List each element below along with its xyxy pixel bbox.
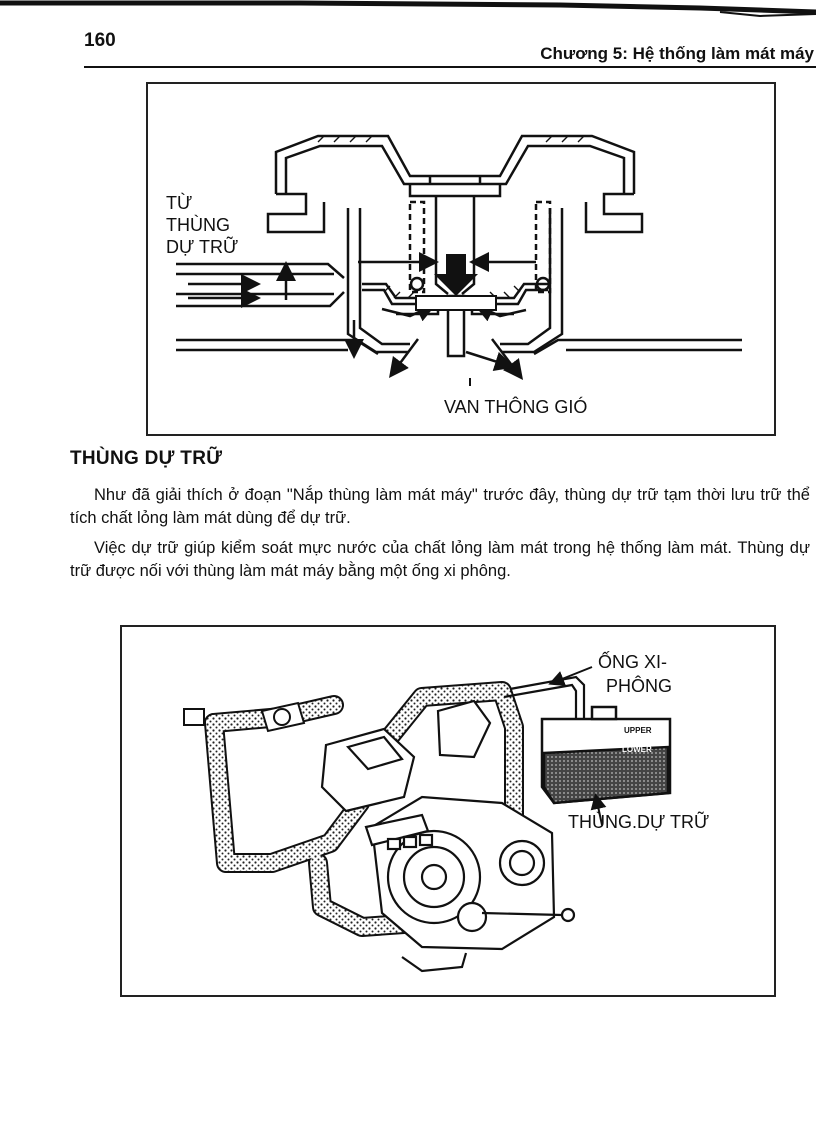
label-reservoir: THÙNG.DỰ TRỮ	[568, 812, 710, 832]
chapter-running-header: Chương 5: Hệ thống làm mát máy	[540, 44, 814, 63]
radiator-cap-diagram: TỪ THÙNG DỰ TRỮ VAN THÔNG GIÓ	[146, 82, 776, 436]
engine-reservoir-drawing: UPPER LOWER	[183, 666, 672, 973]
engine-reservoir-diagram: UPPER LOWER ỐNG XI- PHÔNG THÙNG.DỰ TRỮ	[120, 625, 776, 997]
label-from-reservoir-line1: TỪ	[166, 193, 193, 213]
body-paragraph: Việc dự trữ giúp kiểm soát mực nước của …	[70, 539, 810, 580]
body-paragraph: Như đã giải thích ở đoạn "Nắp thùng làm …	[70, 486, 810, 527]
header-rule	[84, 66, 816, 68]
radiator-cap-drawing	[176, 134, 742, 386]
page-number: 160	[84, 30, 116, 51]
tank-upper-mark: UPPER	[624, 726, 652, 735]
label-siphon-line2: PHÔNG	[606, 676, 673, 696]
section-heading: THÙNG DỰ TRỮ	[70, 448, 223, 469]
tank-lower-mark: LOWER	[622, 745, 652, 754]
label-from-reservoir-line3: DỰ TRỮ	[166, 237, 239, 257]
top-edge-line	[0, 0, 816, 18]
label-siphon-line1: ỐNG XI-	[598, 652, 668, 672]
label-vent-valve: VAN THÔNG GIÓ	[444, 397, 588, 417]
label-from-reservoir-line2: THÙNG	[166, 215, 230, 235]
